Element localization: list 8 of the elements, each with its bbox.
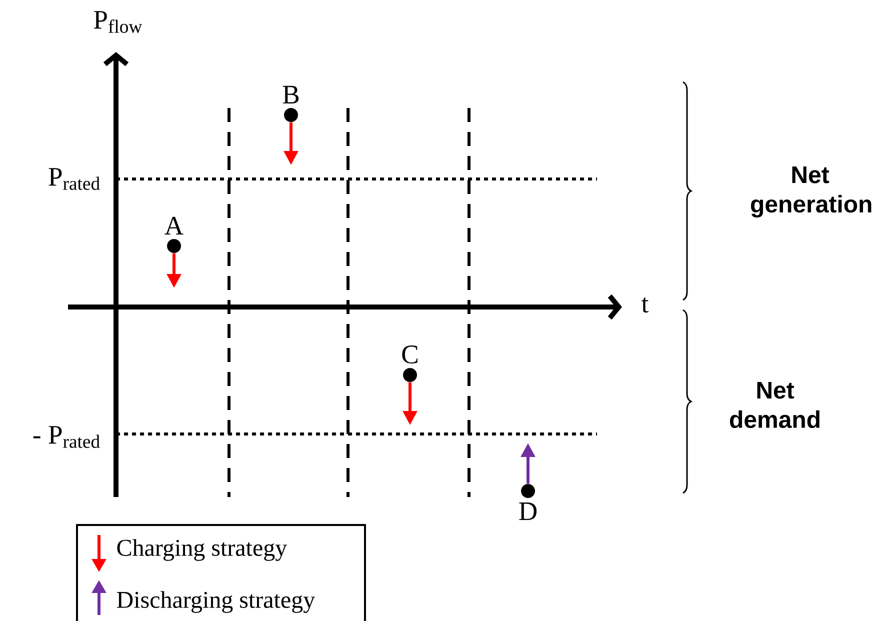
legend-text: Discharging strategy: [116, 591, 316, 613]
axis-tick-label: P$_{rated}$: [48, 168, 100, 190]
legend-text: Charging strategy: [117, 539, 288, 561]
region-label: Net demand: [730, 382, 820, 428]
axis-label: t: [642, 297, 649, 313]
region-label: Net generation: [751, 166, 872, 218]
axis-label: P$_{flow}$: [94, 11, 142, 33]
axis-tick-label: - P$_{rated}$: [33, 426, 100, 448]
